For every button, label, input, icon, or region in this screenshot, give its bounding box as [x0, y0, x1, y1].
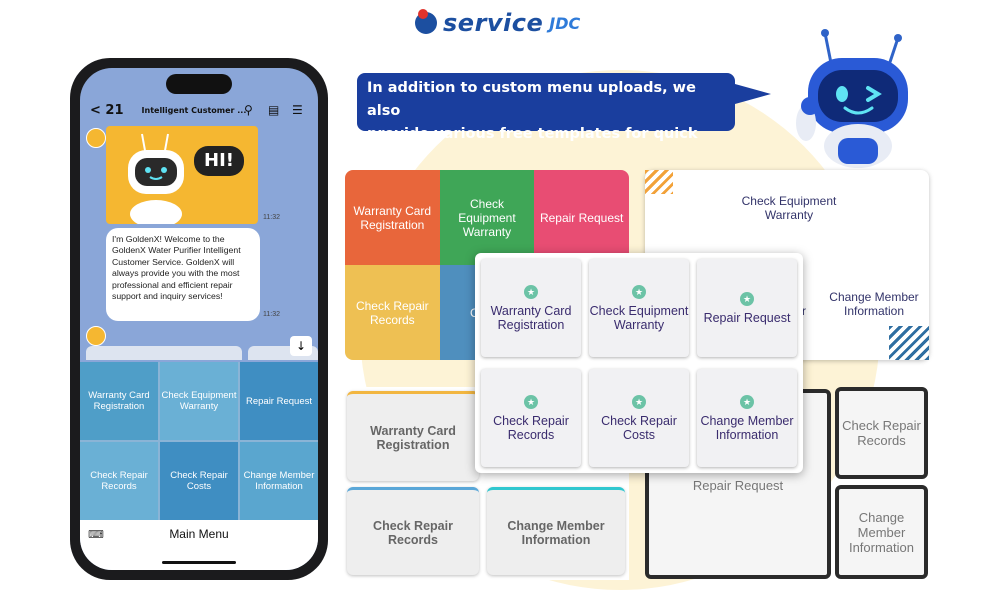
logo-sub: JDC: [549, 13, 581, 33]
menu-item[interactable]: Repair Request: [240, 362, 318, 440]
hero-image-card: HI!: [106, 126, 258, 224]
template-cell: ★ Check Repair Records: [481, 369, 581, 467]
service-jdc-logo: service JDC: [415, 8, 580, 38]
decor-stripes: [645, 170, 673, 194]
template-cell: Check Repair Records: [345, 265, 440, 360]
menu-item[interactable]: Change Member Information: [240, 442, 318, 520]
main-menu-label[interactable]: Main Menu: [169, 527, 229, 541]
message-bubble: I'm GoldenX! Welcome to the GoldenX Wate…: [106, 228, 260, 321]
template-cell: Check Equipment Warranty: [439, 170, 535, 265]
template-cell-label: Check Equipment Warranty: [589, 303, 689, 332]
template-cell: Check Equipment Warranty: [741, 194, 837, 222]
template-cell: Change Member Information: [829, 290, 919, 318]
template-cell: ★ Check Repair Costs: [589, 369, 689, 467]
template-cell: ★ Check Equipment Warranty: [589, 259, 689, 357]
star-icon: ★: [524, 394, 538, 409]
back-count: 21: [105, 102, 124, 118]
template-cell-label: Check Repair Records: [493, 413, 569, 442]
search-icon[interactable]: ⚲: [244, 103, 253, 117]
template-cell: ★ Repair Request: [697, 259, 797, 357]
phone-notch: [166, 74, 232, 94]
logo-mark-icon: [415, 9, 437, 34]
template-cell: Warranty Card Registration: [347, 391, 479, 481]
star-icon: ★: [632, 394, 646, 409]
template-featured[interactable]: ★ Warranty Card Registration ★ Check Equ…: [475, 253, 803, 473]
template-cell-label: Warranty Card Registration: [490, 303, 572, 332]
robot-mascot-icon: [796, 29, 908, 168]
template-cell: Change Member Information: [835, 485, 928, 579]
template-cell: ★ Change Member Information: [697, 369, 797, 467]
notes-icon[interactable]: ▤: [268, 103, 280, 117]
star-icon: ★: [740, 291, 754, 306]
star-icon: ★: [632, 284, 646, 299]
home-indicator: [162, 561, 236, 564]
template-cell-label: Change Member Information: [700, 413, 794, 442]
message-time: 11:32: [263, 214, 280, 221]
star-icon: ★: [740, 394, 754, 409]
card-preview: [86, 346, 242, 360]
rich-menu-grid: Warranty Card Registration Check Equipme…: [80, 362, 318, 520]
menu-item[interactable]: Check Repair Records: [80, 442, 158, 520]
scroll-down-icon[interactable]: ↓: [290, 336, 312, 356]
template-cell: ★ Warranty Card Registration: [481, 259, 581, 357]
template-cell-label: Check Repair Costs: [601, 413, 677, 442]
decor-stripes: [889, 326, 929, 360]
template-cell: Repair Request: [534, 170, 629, 265]
template-cell-label: Repair Request: [703, 310, 791, 325]
bot-avatar: [86, 326, 106, 346]
star-icon: ★: [524, 284, 538, 299]
chat-header: < 21 Intelligent Customer ...: [80, 92, 318, 128]
hero-robot-icon: [128, 133, 244, 224]
menu-item[interactable]: Check Equipment Warranty: [160, 362, 238, 440]
hero-hi-text: HI!: [204, 150, 234, 171]
template-cell: Check Repair Records: [835, 387, 928, 479]
template-cell: r: [802, 304, 806, 318]
template-cell: Change Member Information: [487, 487, 625, 575]
callout-line-2: provide various free templates for quick…: [367, 126, 698, 165]
keyboard-icon[interactable]: ⌨: [88, 528, 104, 541]
menu-item[interactable]: Check Repair Costs: [160, 442, 238, 520]
back-button[interactable]: < 21: [90, 102, 124, 118]
template-cell: Check Repair Records: [347, 487, 479, 575]
template-cell: Warranty Card Registration: [345, 170, 440, 265]
menu-icon[interactable]: ☰: [292, 103, 303, 117]
logo-word: service: [443, 9, 544, 37]
callout-line-1: In addition to custom menu uploads, we a…: [367, 80, 696, 119]
menu-item[interactable]: Warranty Card Registration: [80, 362, 158, 440]
message-time: 11:32: [263, 311, 280, 318]
phone-screen: < 21 Intelligent Customer ... ⚲ ▤ ☰ HI! …: [80, 68, 318, 570]
chat-title: Intelligent Customer ...: [141, 105, 247, 115]
callout-tail: [735, 84, 771, 104]
info-callout: In addition to custom menu uploads, we a…: [357, 73, 735, 165]
bot-avatar: [86, 128, 106, 148]
